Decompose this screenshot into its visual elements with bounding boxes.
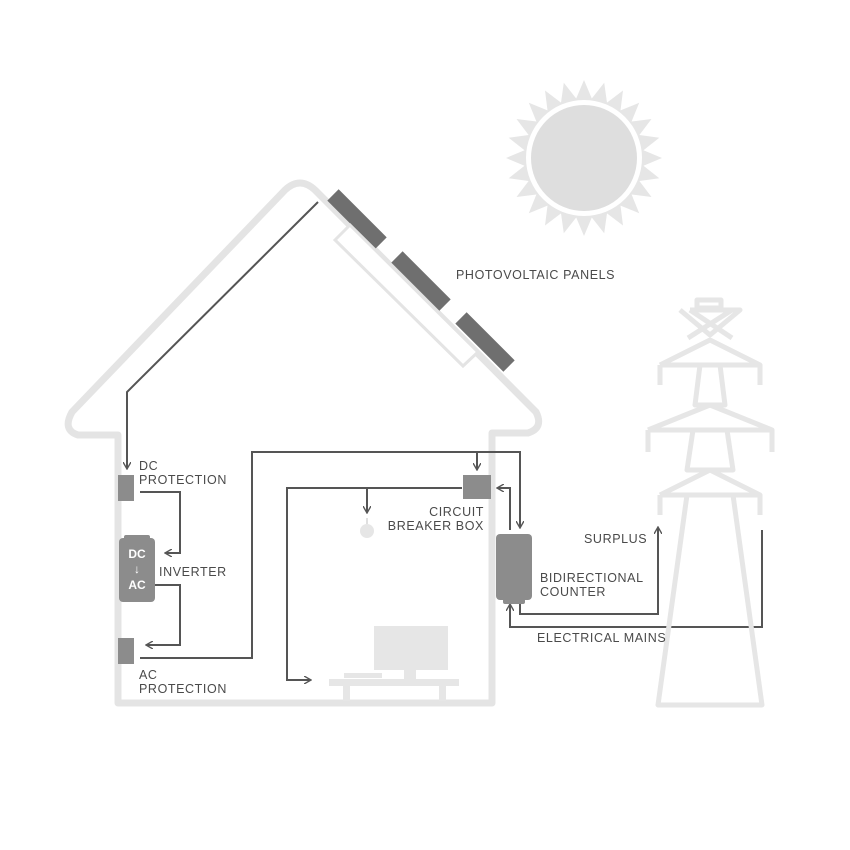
wire-inverter-to-ac [147, 584, 181, 645]
wire-ac-to-breaker [140, 451, 477, 659]
inverter-dc-label: DC [128, 547, 146, 561]
wire-breaker-to-tv [286, 487, 462, 680]
circuit-breaker-label-line2: BREAKER BOX [388, 519, 484, 533]
table-icon [329, 679, 459, 701]
ac-protection-label-line2: PROTECTION [139, 682, 227, 696]
circuit-breaker-box [463, 475, 491, 499]
sun-disc [531, 105, 637, 211]
circuit-breaker-label-line1: CIRCUIT [429, 505, 484, 519]
photovoltaic-panels-label: PHOTOVOLTAIC PANELS [456, 268, 615, 282]
wire-mains [510, 530, 763, 628]
inverter-box: DC ↓ AC [119, 535, 155, 602]
tv-icon [344, 626, 448, 680]
dc-protection-label-line1: DC [139, 459, 158, 473]
surplus-label: SURPLUS [584, 532, 647, 546]
wire-breaker-to-counter [477, 451, 520, 527]
house-outline [64, 179, 543, 707]
sun-icon [506, 80, 662, 236]
wire-dc-to-inverter [140, 491, 181, 553]
wire-panels-to-dc [127, 201, 319, 468]
photovoltaic-panels [327, 189, 515, 372]
wiring [127, 201, 763, 680]
wire-counter-to-breaker [498, 488, 511, 530]
lamp-icon [360, 518, 374, 538]
ac-protection-label-line1: AC [139, 668, 158, 682]
dc-protection-label-line2: PROTECTION [139, 473, 227, 487]
wire-surplus [519, 528, 658, 615]
inverter-label: INVERTER [159, 565, 227, 579]
transmission-tower-icon [645, 297, 775, 708]
ac-protection-box [118, 638, 134, 664]
inverter-ac-label: AC [128, 578, 146, 592]
panel-mount [332, 222, 481, 369]
electrical-mains-label: ELECTRICAL MAINS [537, 631, 666, 645]
inverter-arrow-icon: ↓ [134, 562, 140, 576]
bidirectional-counter-label-line1: BIDIRECTIONAL [540, 571, 644, 585]
bidirectional-counter-label-line2: COUNTER [540, 585, 606, 599]
dc-protection-box [118, 475, 134, 501]
bidirectional-counter [496, 534, 532, 604]
